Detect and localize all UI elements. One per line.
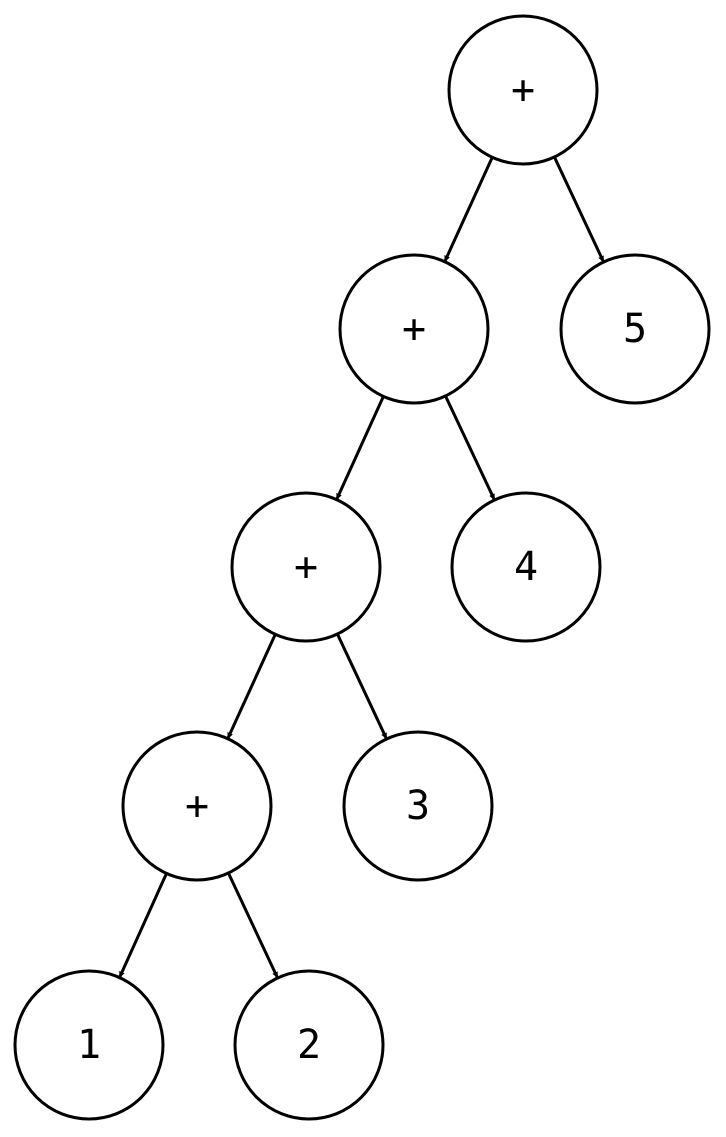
operand-node: 1: [13, 969, 165, 1121]
node-label: +: [294, 544, 318, 590]
operator-node: +: [121, 730, 273, 882]
edge-arrow: [443, 156, 494, 263]
node-circle: [230, 491, 382, 643]
node-label: +: [511, 67, 535, 113]
operator-node: +: [230, 491, 382, 643]
operand-node: 4: [450, 491, 602, 643]
node-circle: [338, 253, 490, 405]
edge-arrow: [553, 156, 605, 263]
node-label: 2: [297, 1022, 321, 1068]
node-circle: [450, 491, 602, 643]
node-label: +: [185, 783, 209, 829]
edges: [118, 156, 605, 979]
operand-node: 2: [233, 969, 385, 1121]
node-circle: [342, 730, 494, 882]
edge-arrow: [444, 395, 496, 501]
node-circle: [13, 969, 165, 1121]
edge-arrow: [226, 633, 277, 740]
node-circle: [121, 730, 273, 882]
edge-arrow: [118, 872, 168, 979]
node-label: 4: [514, 544, 538, 590]
node-circle: [447, 14, 599, 166]
operand-node: 5: [559, 253, 711, 405]
node-circle: [233, 969, 385, 1121]
node-circle: [559, 253, 711, 405]
node-label: 5: [623, 306, 647, 352]
operator-node: +: [338, 253, 490, 405]
node-label: 1: [77, 1022, 101, 1068]
node-label: +: [402, 306, 426, 352]
operand-node: 3: [342, 730, 494, 882]
edge-arrow: [227, 872, 279, 979]
operator-node: +: [447, 14, 599, 166]
edge-arrow: [335, 395, 385, 501]
nodes: + + + +1 2 3 4 5: [13, 14, 711, 1121]
edge-arrow: [336, 633, 388, 740]
node-label: 3: [406, 783, 430, 829]
